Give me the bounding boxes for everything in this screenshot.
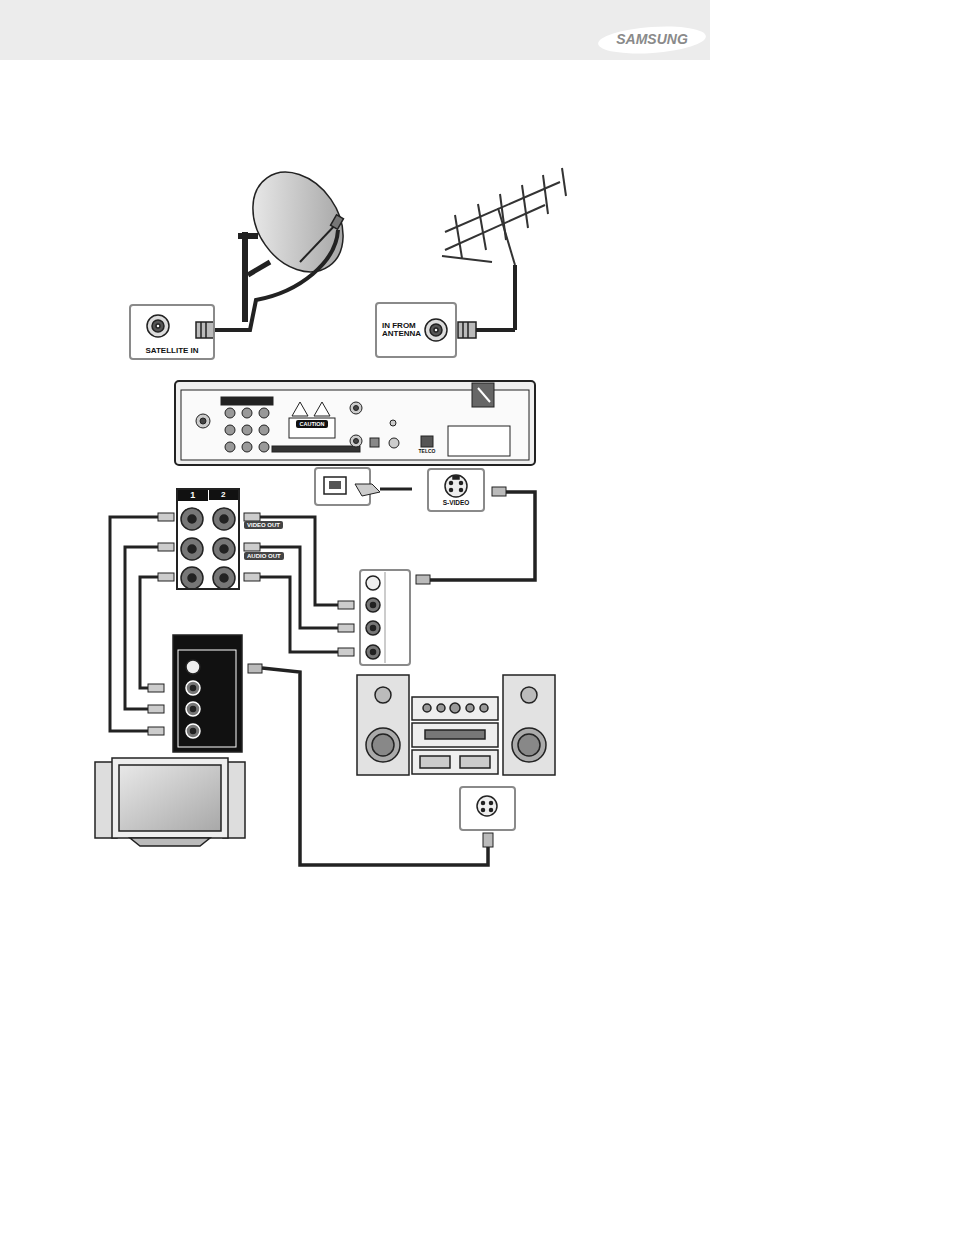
f-connector-jack [425,319,447,341]
vcr-input-panel [360,570,410,665]
telephone-jack-inset [315,468,412,505]
tv-antenna [442,168,566,330]
port-name: 2 [208,490,239,500]
receiver-back-panel [175,381,535,465]
port-name: 1 [178,490,208,501]
port-label: TELCO [419,449,436,455]
header-band [0,0,710,60]
tv-input-panel [173,635,242,752]
port-name: SATELLITE IN [145,347,198,355]
brand-logo: SAMSUNG [616,32,688,47]
f-connector-plug [196,322,214,338]
port-name: IN FROM ANTENNA [382,322,416,339]
satellite-dish [214,155,362,330]
port-name: S-VIDEO [443,500,470,507]
stereo-system [357,675,555,775]
warning-label: CAUTION [296,420,327,428]
rca-cables-tv [110,513,174,735]
f-connector-plug [458,322,476,338]
output-jack-panel: 12 [176,488,240,590]
s-video-cable [416,487,535,584]
s-video-inset [460,787,515,830]
port-inset: SATELLITE IN [129,304,215,360]
rca-jacks [181,508,235,589]
logo-ellipse [597,23,707,56]
s-video-jack [445,475,467,497]
television [95,758,245,846]
port-tag: AUDIO OUT [244,552,284,561]
port-inset: IN FROM ANTENNA [375,302,457,358]
rca-cables-vcr [244,513,354,656]
f-connector-jack [147,315,169,337]
port-tag: VIDEO OUT [244,521,283,530]
port-inset: S-VIDEO [427,468,485,512]
